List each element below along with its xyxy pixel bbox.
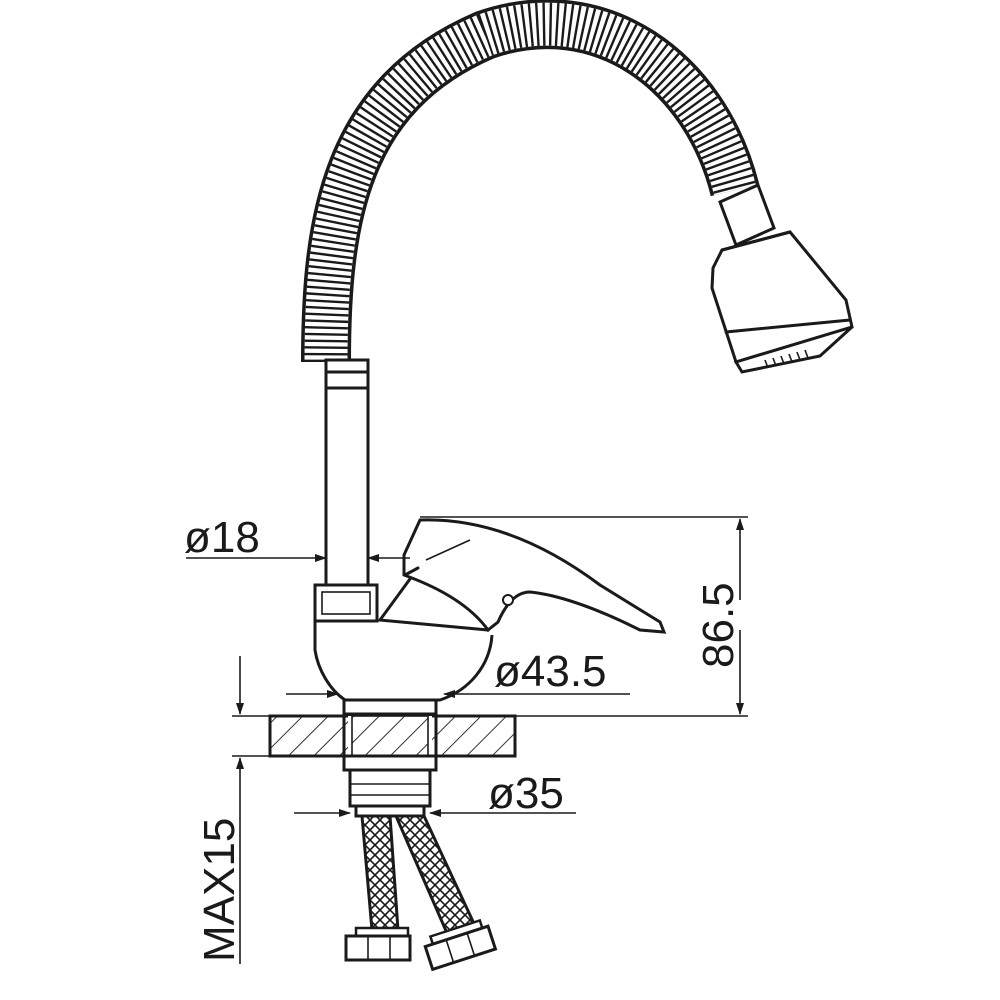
body-diameter-dimension: ø43.5 [286, 647, 630, 698]
body-diameter-label: ø43.5 [494, 647, 607, 696]
supply-hoses [344, 814, 498, 972]
shank-diameter-dimension: ø35 [294, 769, 576, 818]
spout-diameter-label: ø18 [184, 513, 260, 562]
deck-thickness-label: MAX15 [195, 818, 244, 962]
spout-diameter-dimension: ø18 [184, 513, 410, 562]
lever-handle [377, 518, 667, 634]
spout-tube [324, 358, 370, 587]
left-hose-fitting [344, 926, 412, 962]
spray-nozzle-holes [764, 349, 809, 369]
shank-diameter-label: ø35 [488, 769, 564, 818]
mounting-shank [342, 754, 438, 818]
faucet-body [313, 583, 494, 716]
deck-thickness-dimension: MAX15 [195, 656, 270, 964]
right-hose-fitting [423, 918, 498, 972]
height-label: 86.5 [694, 582, 743, 668]
countertop-section [268, 714, 517, 758]
spray-head [710, 182, 854, 374]
height-dimension: 86.5 [420, 516, 748, 717]
flexible-spout-hose [301, 0, 760, 363]
